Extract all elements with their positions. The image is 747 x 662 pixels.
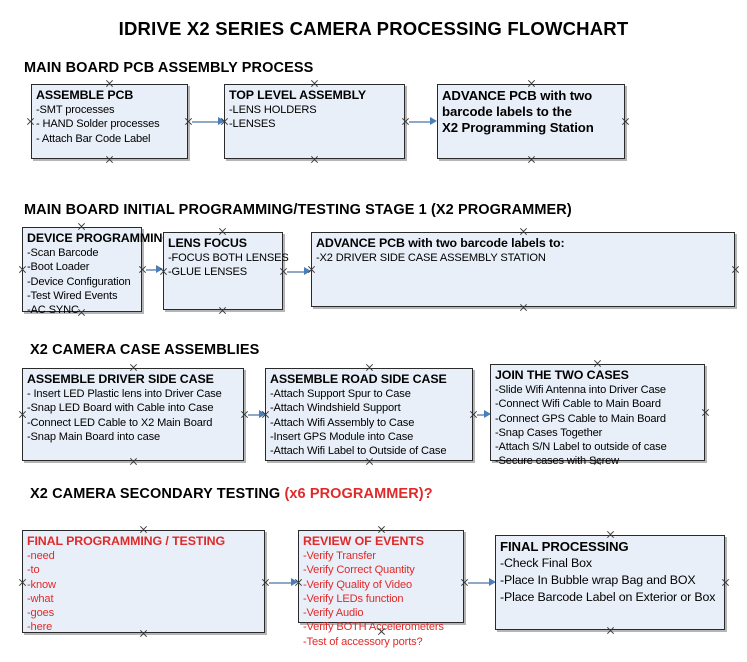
node-advance-pcb-x2-programming-station[interactable]: ADVANCE PCB with two barcode labels to t… — [437, 84, 625, 159]
node-line: -Slide Wifi Antenna into Driver Case — [495, 384, 666, 397]
node-line: -AC SYNC — [27, 304, 79, 317]
node-line: -Attach Wifi Assembly to Case — [270, 416, 415, 429]
section-heading-text: MAIN BOARD INITIAL PROGRAMMING/TESTING S… — [24, 202, 572, 218]
node-line: -what — [27, 592, 54, 605]
node-line: -Connect LED Cable to X2 Main Board — [27, 416, 213, 429]
node-join-the-two-cases[interactable]: JOIN THE TWO CASES -Slide Wifi Antenna i… — [490, 364, 705, 467]
node-header: FINAL PROGRAMMING / TESTING — [27, 534, 226, 548]
node-line: -Scan Barcode — [27, 247, 99, 260]
node-line: -Attach Wifi Label to Outside of Case — [270, 445, 447, 458]
node-assemble-driver-side-case[interactable]: ASSEMBLE DRIVER SIDE CASE - Insert LED P… — [22, 368, 244, 461]
node-device-programming[interactable]: DEVICE PROGRAMMING -Scan Barcode -Boot L… — [22, 227, 172, 316]
node-line: -Test Wired Events — [27, 289, 118, 302]
connector-line[interactable] — [248, 414, 262, 416]
node-line-overflow: -Test of accessory ports? — [303, 635, 423, 648]
node-line: -Verify Audio — [303, 607, 364, 620]
node-header: REVIEW OF EVENTS — [303, 534, 424, 548]
node-final-programming-testing[interactable]: FINAL PROGRAMMING / TESTING -need -to -k… — [22, 530, 265, 633]
node-line: - Attach Bar Code Label — [36, 132, 151, 145]
connector-line[interactable] — [269, 582, 294, 584]
node-line: -know — [27, 578, 56, 591]
node-top-level-assembly[interactable]: TOP LEVEL ASSEMBLY -LENS HOLDERS -LENSES — [224, 84, 405, 159]
node-line: -Verify Quality of Video — [303, 578, 413, 591]
arrowhead-icon — [291, 578, 298, 586]
node-lens-focus[interactable]: LENS FOCUS -FOCUS BOTH LENSES -GLUE LENS… — [163, 232, 289, 310]
page-title: IDRIVE X2 SERIES CAMERA PROCESSING FLOWC… — [118, 18, 629, 39]
section-heading-main-board-pcb-assembly: MAIN BOARD PCB ASSEMBLY PROCESS — [24, 60, 313, 76]
node-line: -X2 DRIVER SIDE CASE ASSEMBLY STATION — [316, 252, 546, 265]
section-heading-main-board-initial-programming: MAIN BOARD INITIAL PROGRAMMING/TESTING S… — [24, 202, 572, 218]
node-header: JOIN THE TWO CASES — [495, 368, 629, 382]
connector-line[interactable] — [468, 582, 492, 584]
node-line: -Place In Bubble wrap Bag and BOX — [500, 573, 696, 588]
node-line: -Connect GPS Cable to Main Board — [495, 412, 666, 425]
node-assemble-pcb[interactable]: ASSEMBLE PCB -SMT processes - HAND Solde… — [31, 84, 188, 159]
node-line: - Insert LED Plastic lens into Driver Ca… — [27, 388, 222, 401]
arrowhead-icon — [489, 578, 496, 586]
node-line: -goes — [27, 607, 55, 620]
node-line: - HAND Solder processes — [36, 118, 160, 131]
node-line: X2 Programming Station — [442, 120, 594, 136]
section-heading-text: MAIN BOARD PCB ASSEMBLY PROCESS — [24, 60, 314, 76]
node-line: -FOCUS BOTH LENSES — [168, 252, 289, 265]
node-line: -Verify Correct Quantity — [303, 564, 415, 577]
arrowhead-icon — [259, 410, 266, 418]
node-header: ASSEMBLE ROAD SIDE CASE — [270, 372, 447, 386]
node-assemble-road-side-case[interactable]: ASSEMBLE ROAD SIDE CASE -Attach Support … — [265, 368, 473, 461]
node-header: FINAL PROCESSING — [500, 539, 629, 554]
node-line: -Boot Loader — [27, 261, 90, 274]
node-line: -need — [27, 550, 55, 563]
arrowhead-icon — [430, 117, 437, 125]
node-line: -Check Final Box — [500, 556, 592, 571]
node-line: -to — [27, 564, 40, 577]
node-header: ADVANCE PCB with two — [442, 88, 593, 103]
arrowhead-icon — [304, 267, 311, 275]
section-heading-text: X2 CAMERA CASE ASSEMBLIES — [30, 342, 260, 358]
node-line: -Connect Wifi Cable to Main Board — [495, 398, 661, 411]
node-header: LENS FOCUS — [168, 236, 247, 250]
node-header: TOP LEVEL ASSEMBLY — [229, 88, 367, 102]
node-final-processing[interactable]: FINAL PROCESSING -Check Final Box -Place… — [495, 535, 725, 630]
node-line: -Attach S/N Label to outside of case — [495, 441, 667, 454]
node-line: barcode labels to the — [442, 104, 572, 120]
section-heading-text: X2 CAMERA SECONDARY TESTING — [30, 486, 285, 502]
node-line: -here — [27, 621, 53, 634]
node-header: ADVANCE PCB with two barcode labels to: — [316, 236, 565, 250]
arrowhead-icon — [156, 265, 163, 273]
node-line: -Place Barcode Label on Exterior or Box — [500, 590, 716, 605]
node-header: ASSEMBLE DRIVER SIDE CASE — [27, 372, 214, 386]
connector-line[interactable] — [409, 121, 431, 123]
node-header: DEVICE PROGRAMMING — [27, 231, 172, 245]
arrowhead-icon — [484, 410, 491, 418]
node-line: -Insert GPS Module into Case — [270, 430, 414, 443]
node-advance-pcb-driver-side-case[interactable]: ADVANCE PCB with two barcode labels to: … — [311, 232, 735, 307]
connector-line[interactable] — [146, 269, 158, 271]
node-line: -Verify Transfer — [303, 550, 376, 563]
connector-line[interactable] — [287, 271, 307, 273]
node-line: -Device Configuration — [27, 275, 131, 288]
arrowhead-icon — [218, 117, 225, 125]
section-heading-x2-camera-case-assemblies: X2 CAMERA CASE ASSEMBLIES — [30, 342, 259, 358]
node-line: -Attach Support Spur to Case — [270, 388, 411, 401]
node-line: -Secure cases with Screw — [495, 455, 620, 468]
node-line: -LENS HOLDERS — [229, 104, 317, 117]
connector-line[interactable] — [477, 414, 487, 416]
node-line: -Verify LEDs function — [303, 592, 404, 605]
node-line: -Snap LED Board with Cable into Case — [27, 402, 214, 415]
node-line: -Verify BOTH Accelerometers — [303, 621, 444, 634]
section-heading-x2-camera-secondary-testing: X2 CAMERA SECONDARY TESTING (x6 PROGRAMM… — [30, 486, 433, 502]
node-line: -SMT processes — [36, 104, 115, 117]
node-line: -Snap Main Board into case — [27, 430, 161, 443]
node-review-of-events[interactable]: REVIEW OF EVENTS -Verify Transfer -Verif… — [298, 530, 464, 648]
node-line: -GLUE LENSES — [168, 266, 247, 279]
connector-line[interactable] — [192, 121, 220, 123]
node-header: ASSEMBLE PCB — [36, 88, 134, 102]
node-line: -Attach Windshield Support — [270, 402, 401, 415]
node-line: -Snap Cases Together — [495, 426, 603, 439]
section-heading-accent: (x6 PROGRAMMER)? — [284, 486, 433, 502]
node-line: -LENSES — [229, 118, 276, 131]
